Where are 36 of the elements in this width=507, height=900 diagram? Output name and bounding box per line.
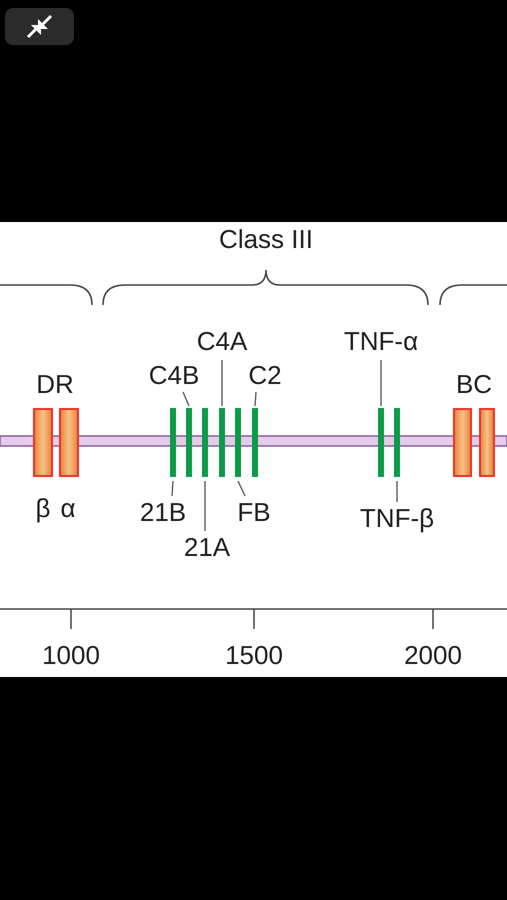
gene-label: 21A bbox=[184, 534, 230, 560]
gene-label: FB bbox=[237, 499, 271, 525]
gene-label: 21B bbox=[140, 499, 186, 525]
leader-line bbox=[171, 480, 174, 496]
chain-label: α bbox=[60, 495, 76, 521]
leader-line bbox=[254, 392, 257, 406]
gene-label: C4A bbox=[196, 328, 248, 354]
gene-bar bbox=[394, 408, 400, 477]
gene-label: DR bbox=[36, 371, 74, 397]
leader-line bbox=[380, 360, 382, 406]
gene-box bbox=[479, 408, 495, 477]
gene-bar bbox=[235, 408, 241, 477]
gene-box bbox=[59, 408, 79, 477]
gene-bar bbox=[378, 408, 384, 477]
gene-label: TNF-α bbox=[344, 328, 418, 354]
gene-bar bbox=[219, 408, 225, 477]
leader-line bbox=[182, 392, 190, 406]
gene-box bbox=[33, 408, 53, 477]
leader-line bbox=[221, 360, 223, 406]
region-label: Class III bbox=[219, 226, 313, 252]
leader-line bbox=[237, 480, 246, 496]
chain-label: β bbox=[36, 495, 50, 521]
gene-label: BC bbox=[456, 371, 492, 397]
gene-label: C2 bbox=[248, 362, 282, 388]
gene-bar bbox=[186, 408, 192, 477]
gene-bar bbox=[202, 408, 208, 477]
gene-bar bbox=[170, 408, 176, 477]
gene-label: C4B bbox=[148, 362, 200, 388]
gene-label: TNF-β bbox=[360, 505, 434, 531]
axis-tick-label: 1500 bbox=[225, 642, 283, 668]
axis-tick-label: 2000 bbox=[404, 642, 462, 668]
leader-line bbox=[396, 481, 398, 502]
leader-line bbox=[204, 481, 206, 531]
gene-bar bbox=[252, 408, 258, 477]
axis-tick-label: 1000 bbox=[42, 642, 100, 668]
gene-box bbox=[453, 408, 472, 477]
